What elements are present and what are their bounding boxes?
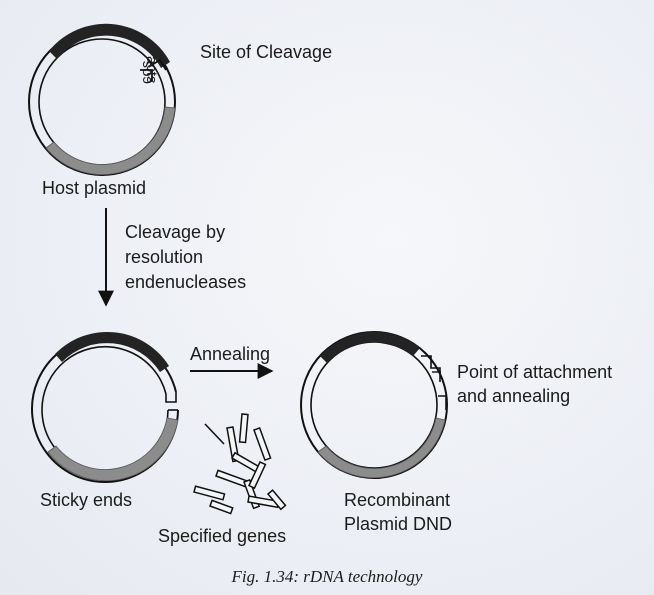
specified-genes-label: Specified genes: [158, 526, 286, 547]
cleavage-line2: resolution: [125, 247, 203, 268]
recombinant-plasmid: [301, 332, 447, 478]
sticky-ends-plasmid: [32, 332, 178, 482]
figure-caption: Fig. 1.34: rDNA technology: [0, 567, 654, 587]
cleavage-line1: Cleavage by: [125, 222, 225, 243]
host-plasmid-label: Host plasmid: [42, 178, 146, 199]
cleavage-line3: endenucleases: [125, 272, 246, 293]
site-of-cleavage-label: Site of Cleavage: [200, 42, 332, 63]
annealing-label: Annealing: [190, 344, 270, 365]
sticky-ends-label: Sticky ends: [40, 490, 132, 511]
acts-label: acts: [143, 56, 160, 84]
recombinant-line2: Plasmid DND: [344, 514, 452, 535]
point-of-attachment-line2: and annealing: [457, 386, 570, 407]
recombinant-line1: Recombinant: [344, 490, 450, 511]
point-of-attachment-line1: Point of attachment: [457, 362, 612, 383]
host-plasmid-circle: [29, 24, 175, 175]
gene-fragments: [194, 414, 285, 514]
